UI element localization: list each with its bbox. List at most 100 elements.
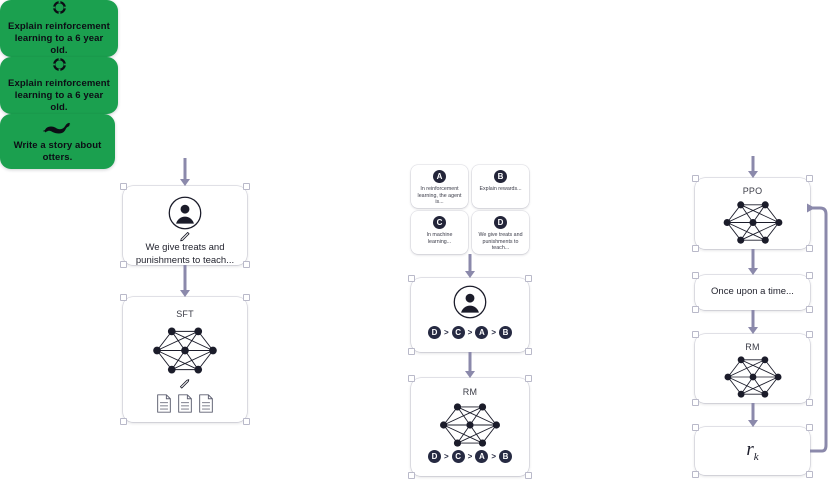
ppo-card-col3[interactable]: PPO bbox=[692, 175, 813, 252]
sft-label: SFT bbox=[176, 309, 194, 319]
resize-handle[interactable] bbox=[692, 272, 699, 279]
resize-handle[interactable] bbox=[692, 471, 699, 478]
reward-to-ppo-loop-arrow bbox=[807, 203, 828, 453]
completion-text-c: In machine learning... bbox=[426, 232, 453, 245]
resize-handle[interactable] bbox=[692, 331, 699, 338]
rm-card-col3[interactable]: RM bbox=[692, 331, 813, 406]
resize-handle[interactable] bbox=[120, 418, 127, 425]
resize-handle[interactable] bbox=[525, 375, 532, 382]
resize-handle[interactable] bbox=[243, 183, 250, 190]
rm-card-col2[interactable]: RM D > C > A > bbox=[408, 375, 532, 479]
arrow-completions-to-rank-col2 bbox=[461, 254, 479, 278]
loading-spinner-icon bbox=[51, 0, 67, 15]
document-stack-icon bbox=[156, 394, 214, 413]
resize-handle[interactable] bbox=[243, 294, 250, 301]
rank-gt: > bbox=[443, 328, 449, 337]
neural-network-icon bbox=[440, 403, 500, 447]
resize-handle[interactable] bbox=[408, 275, 415, 282]
reward-symbol-subscript: k bbox=[753, 450, 759, 463]
ranking-row-human: D > C > A > B bbox=[411, 326, 529, 339]
prompt-card-col3[interactable]: Write a story about otters. bbox=[0, 114, 115, 169]
arrow-output-to-rm-col3 bbox=[744, 310, 762, 334]
resize-handle[interactable] bbox=[525, 472, 532, 479]
reward-symbol: rk bbox=[695, 439, 810, 463]
otter-icon bbox=[42, 122, 70, 134]
reward-card-col3[interactable]: rk bbox=[692, 424, 813, 478]
resize-handle[interactable] bbox=[806, 245, 813, 252]
arrow-prompt-to-ppo-col3 bbox=[744, 156, 762, 178]
rank-badge-1: D bbox=[427, 450, 441, 463]
rm-label-col2: RM bbox=[462, 387, 478, 397]
completion-badge-c: C bbox=[433, 216, 446, 229]
resize-handle[interactable] bbox=[692, 399, 699, 406]
resize-handle[interactable] bbox=[120, 261, 127, 268]
document-icon bbox=[157, 394, 171, 413]
resize-handle[interactable] bbox=[806, 424, 813, 431]
prompt-text-col3: Write a story about otters. bbox=[13, 140, 102, 163]
rank-badge-4: B bbox=[499, 450, 512, 463]
human-ranking-card-col2[interactable]: D > C > A > B bbox=[408, 275, 532, 355]
completion-text-b: Explain rewards... bbox=[479, 186, 522, 192]
resize-handle[interactable] bbox=[806, 399, 813, 406]
resize-handle[interactable] bbox=[243, 418, 250, 425]
completion-card-c[interactable]: C In machine learning... bbox=[411, 211, 468, 254]
resize-handle[interactable] bbox=[692, 245, 699, 252]
rank-gt: > bbox=[467, 452, 473, 461]
neural-network-icon bbox=[153, 327, 217, 374]
document-icon bbox=[178, 394, 192, 413]
prompt-card-col1[interactable]: Explain reinforcement learning to a 6 ye… bbox=[0, 0, 118, 57]
resize-handle[interactable] bbox=[120, 294, 127, 301]
arrow-rm-to-reward-col3 bbox=[744, 403, 762, 427]
completion-text-d: We give treats and punishments to teach.… bbox=[478, 232, 523, 252]
completion-text-a: In reinforcement learning, the agent is.… bbox=[417, 186, 462, 206]
rank-badge-3: A bbox=[475, 450, 489, 463]
resize-handle[interactable] bbox=[806, 471, 813, 478]
resize-handle[interactable] bbox=[120, 183, 127, 190]
prompt-text-col1: Explain reinforcement learning to a 6 ye… bbox=[8, 21, 110, 56]
resize-handle[interactable] bbox=[806, 306, 813, 313]
rank-badge-4: B bbox=[499, 326, 512, 339]
resize-handle[interactable] bbox=[806, 331, 813, 338]
resize-handle[interactable] bbox=[408, 375, 415, 382]
neural-network-icon bbox=[723, 356, 782, 398]
output-text-col3: Once upon a time... bbox=[711, 286, 794, 297]
completion-badge-b: B bbox=[494, 170, 507, 183]
rank-badge-2: C bbox=[451, 326, 465, 339]
resize-handle[interactable] bbox=[692, 424, 699, 431]
person-avatar-icon bbox=[168, 196, 202, 230]
ranking-row-rm: D > C > A > B bbox=[411, 450, 529, 463]
resize-handle[interactable] bbox=[806, 272, 813, 279]
rank-badge-1: D bbox=[427, 326, 441, 339]
resize-handle[interactable] bbox=[408, 348, 415, 355]
person-avatar-icon bbox=[453, 285, 487, 319]
human-response-text-col1: We give treats and punishments to teach.… bbox=[135, 242, 235, 266]
resize-handle[interactable] bbox=[243, 261, 250, 268]
resize-handle[interactable] bbox=[525, 348, 532, 355]
reward-symbol-base: r bbox=[746, 439, 754, 460]
resize-handle[interactable] bbox=[692, 175, 699, 182]
resize-handle[interactable] bbox=[525, 275, 532, 282]
rank-gt: > bbox=[491, 328, 496, 337]
sft-model-card-col1[interactable]: SFT bbox=[120, 294, 250, 425]
completion-badge-d: D bbox=[494, 216, 507, 229]
document-icon bbox=[199, 394, 213, 413]
human-response-card-col1[interactable]: We give treats and punishments to teach.… bbox=[120, 183, 250, 268]
resize-handle[interactable] bbox=[692, 306, 699, 313]
prompt-card-col2[interactable]: Explain reinforcement learning to a 6 ye… bbox=[0, 57, 118, 114]
loading-spinner-icon bbox=[51, 57, 67, 72]
rank-gt: > bbox=[443, 452, 449, 461]
arrow-prompt-to-human-col1 bbox=[176, 158, 194, 186]
rank-gt: > bbox=[467, 328, 473, 337]
output-card-col3[interactable]: Once upon a time... bbox=[692, 272, 813, 313]
pencil-icon bbox=[179, 379, 190, 389]
completion-card-a[interactable]: A In reinforcement learning, the agent i… bbox=[411, 165, 468, 208]
resize-handle[interactable] bbox=[408, 472, 415, 479]
resize-handle[interactable] bbox=[806, 175, 813, 182]
neural-network-icon bbox=[723, 201, 782, 244]
completion-badge-a: A bbox=[433, 170, 446, 183]
pencil-icon bbox=[180, 232, 190, 242]
rank-badge-2: C bbox=[451, 450, 465, 463]
completion-card-b[interactable]: B Explain rewards... bbox=[472, 165, 529, 208]
completion-card-d[interactable]: D We give treats and punishments to teac… bbox=[472, 211, 529, 254]
